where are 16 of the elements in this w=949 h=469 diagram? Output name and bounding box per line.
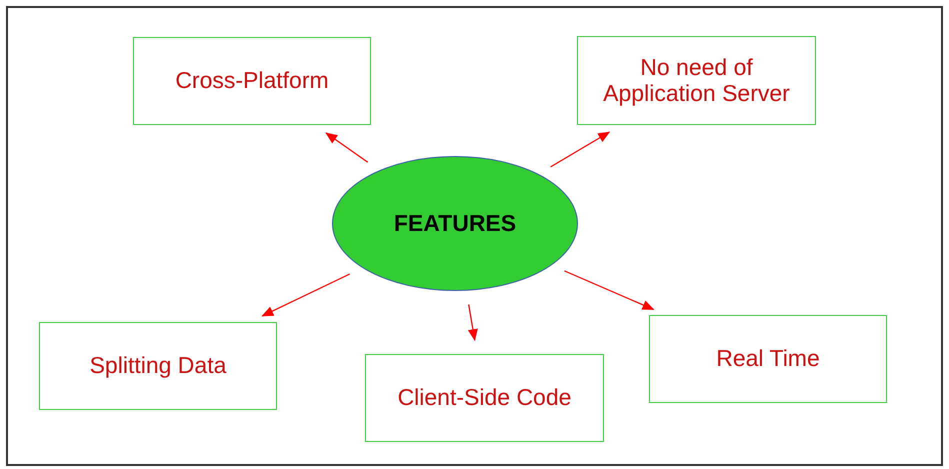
- feature-label: Splitting Data: [88, 353, 228, 379]
- feature-box: [577, 36, 816, 125]
- feature-box: [649, 315, 887, 403]
- ellipse-title: FEATURES: [392, 209, 518, 238]
- feature-box: [133, 37, 371, 125]
- arrow: [261, 273, 350, 316]
- arrow: [550, 132, 610, 168]
- arrow: [325, 132, 368, 163]
- arrow: [468, 304, 478, 342]
- feature-label: Real Time: [715, 346, 821, 372]
- feature-label: Cross-Platform: [174, 68, 330, 94]
- feature-box: [365, 354, 604, 442]
- feature-box: [39, 322, 277, 410]
- feature-label: No need of Application Server: [602, 55, 791, 106]
- arrow: [564, 270, 654, 310]
- feature-label: Client-Side Code: [396, 385, 572, 411]
